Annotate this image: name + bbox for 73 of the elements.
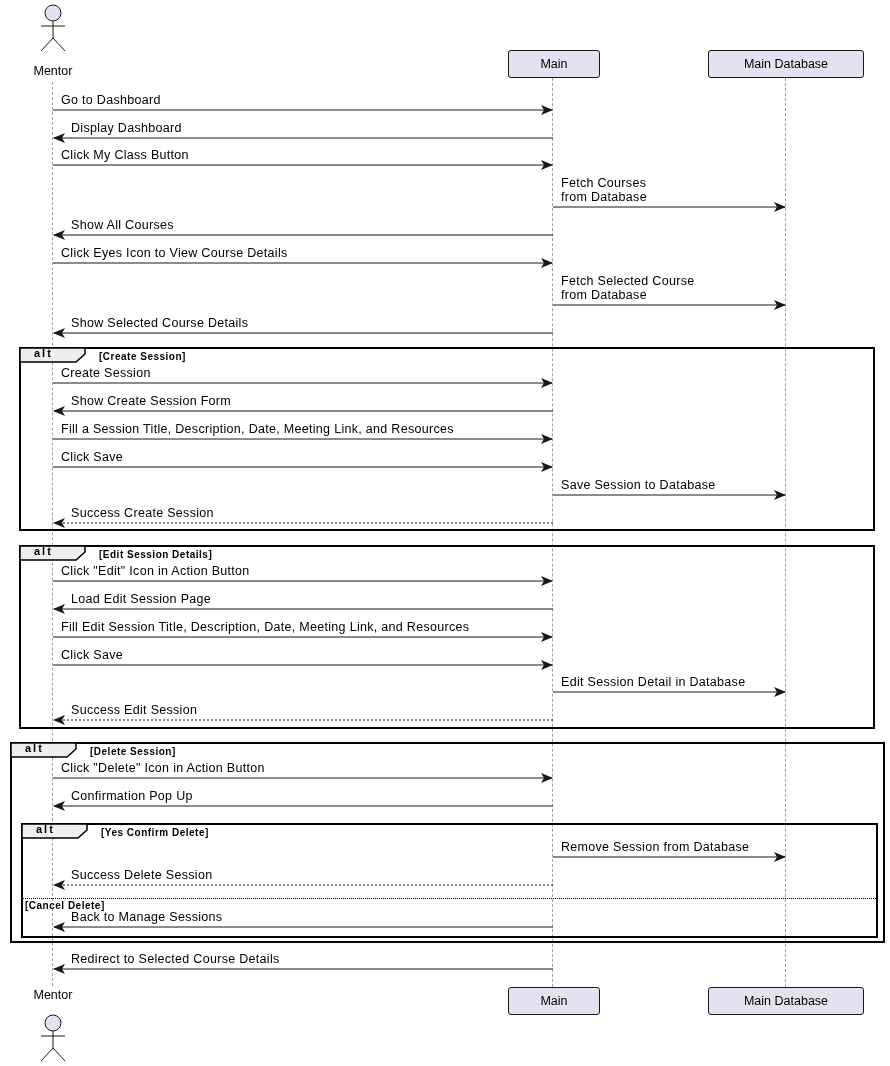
message-arrow (52, 258, 553, 268)
message-label: Show All Courses (71, 218, 174, 232)
message-label: Show Create Session Form (71, 394, 232, 408)
message-label: Click "Edit" Icon in Action Button (61, 564, 250, 578)
message-label: Show Selected Course Details (71, 316, 249, 330)
message-label: Redirect to Selected Course Details (71, 952, 280, 966)
message-arrow (52, 105, 553, 115)
message-arrow (53, 801, 554, 811)
message-arrow (552, 490, 786, 500)
fragment-operator: alt (34, 347, 53, 359)
message-arrow (53, 230, 554, 240)
guard-condition: [Edit Session Details] (99, 549, 213, 560)
message-arrow (52, 576, 553, 586)
message-label: Click Eyes Icon to View Course Details (61, 246, 288, 260)
message-arrow (53, 133, 554, 143)
message-arrow (552, 852, 786, 862)
fragment-operator: alt (25, 742, 44, 754)
participant-box: Main Database (708, 50, 864, 78)
message-arrow (53, 922, 554, 932)
message-label: Success Create Session (71, 506, 214, 520)
message-arrow (52, 378, 553, 388)
alt-fragment-frame (10, 742, 885, 943)
message-label: Display Dashboard (71, 121, 182, 135)
message-arrow (53, 964, 554, 974)
message-arrow (53, 328, 554, 338)
participant-box: Main (508, 50, 600, 78)
message-arrow (52, 632, 553, 642)
actor-label: Mentor (33, 64, 73, 78)
message-label: Fetch Selected Course from Database (561, 274, 696, 302)
message-arrow (552, 687, 786, 697)
message-label: Click "Delete" Icon in Action Button (61, 761, 265, 775)
guard-condition: [Cancel Delete] (25, 900, 105, 911)
participant-box: Main Database (708, 987, 864, 1015)
fragment-operator: alt (34, 545, 53, 557)
message-label: Back to Manage Sessions (71, 910, 223, 924)
message-label: Edit Session Detail in Database (561, 675, 746, 689)
lifeline (785, 78, 787, 987)
message-arrow (552, 300, 786, 310)
message-arrow (53, 406, 554, 416)
message-label: Save Session to Database (561, 478, 716, 492)
message-label: Click Save (61, 648, 124, 662)
message-label: Go to Dashboard (61, 93, 161, 107)
message-label: Fill a Session Title, Description, Date, Meeting Link, and Resources (61, 422, 454, 436)
actor-label: Mentor (33, 988, 73, 1002)
alt-fragment-frame (21, 823, 878, 938)
participant-box: Main (508, 987, 600, 1015)
message-label: Click My Class Button (61, 148, 189, 162)
alt-fragment-frame (19, 545, 875, 729)
message-label: Success Edit Session (71, 703, 198, 717)
message-arrow (53, 880, 554, 890)
message-arrow (52, 462, 553, 472)
fragment-operator: alt (36, 823, 55, 835)
message-label: Load Edit Session Page (71, 592, 212, 606)
message-arrow (52, 773, 553, 783)
message-label: Click Save (61, 450, 124, 464)
message-label: Success Delete Session (71, 868, 213, 882)
message-arrow (52, 160, 553, 170)
message-arrow (53, 715, 554, 725)
message-arrow (52, 434, 553, 444)
alt-fragment-frame (19, 347, 875, 531)
message-arrow (52, 660, 553, 670)
message-arrow (53, 604, 554, 614)
guard-condition: [Yes Confirm Delete] (101, 827, 209, 838)
message-label: Confirmation Pop Up (71, 789, 193, 803)
message-label: Create Session (61, 366, 151, 380)
message-arrow (552, 202, 786, 212)
lifeline (552, 78, 554, 987)
guard-condition: [Create Session] (99, 351, 186, 362)
message-arrow (53, 518, 554, 528)
message-label: Fetch Courses from Database (561, 176, 648, 204)
message-label: Fill Edit Session Title, Description, Date, Meeting Link, and Resources (61, 620, 470, 634)
guard-condition: [Delete Session] (90, 746, 176, 757)
message-label: Remove Session from Database (561, 840, 750, 854)
